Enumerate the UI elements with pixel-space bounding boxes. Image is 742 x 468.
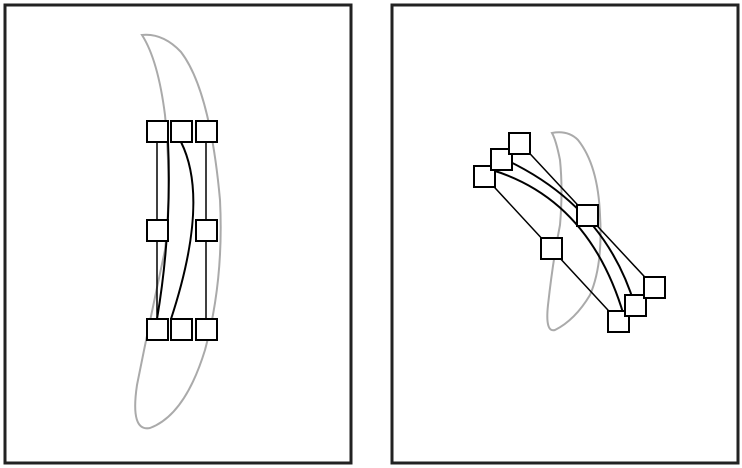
handle-middle-left[interactable]: [146, 219, 169, 242]
handle-bottom-center[interactable]: [624, 294, 647, 317]
handle-top-center[interactable]: [170, 120, 193, 143]
handle-middle-right[interactable]: [195, 219, 218, 242]
handle-top-left[interactable]: [146, 120, 169, 143]
handle-bottom-right[interactable]: [643, 276, 666, 299]
handle-top-right[interactable]: [195, 120, 218, 143]
handle-top-left[interactable]: [473, 165, 496, 188]
shape-inner-curve: [170, 141, 195, 320]
handle-bottom-left[interactable]: [607, 310, 630, 333]
guide-outline-curve-transformed: [546, 131, 602, 332]
panel-frame-left: [3, 3, 353, 465]
transformed-shape-panel: [390, 3, 740, 465]
handle-middle-left[interactable]: [540, 237, 563, 260]
handle-bottom-center[interactable]: [170, 318, 193, 341]
original-shape-panel: [3, 3, 353, 465]
handle-middle-right[interactable]: [576, 204, 599, 227]
handle-top-right[interactable]: [508, 132, 531, 155]
handle-bottom-right[interactable]: [195, 318, 218, 341]
handle-top-center[interactable]: [490, 148, 513, 171]
handle-bottom-left[interactable]: [146, 318, 169, 341]
panel-frame-right: [390, 3, 740, 465]
shape-outer-curve-transformed: [491, 169, 625, 317]
